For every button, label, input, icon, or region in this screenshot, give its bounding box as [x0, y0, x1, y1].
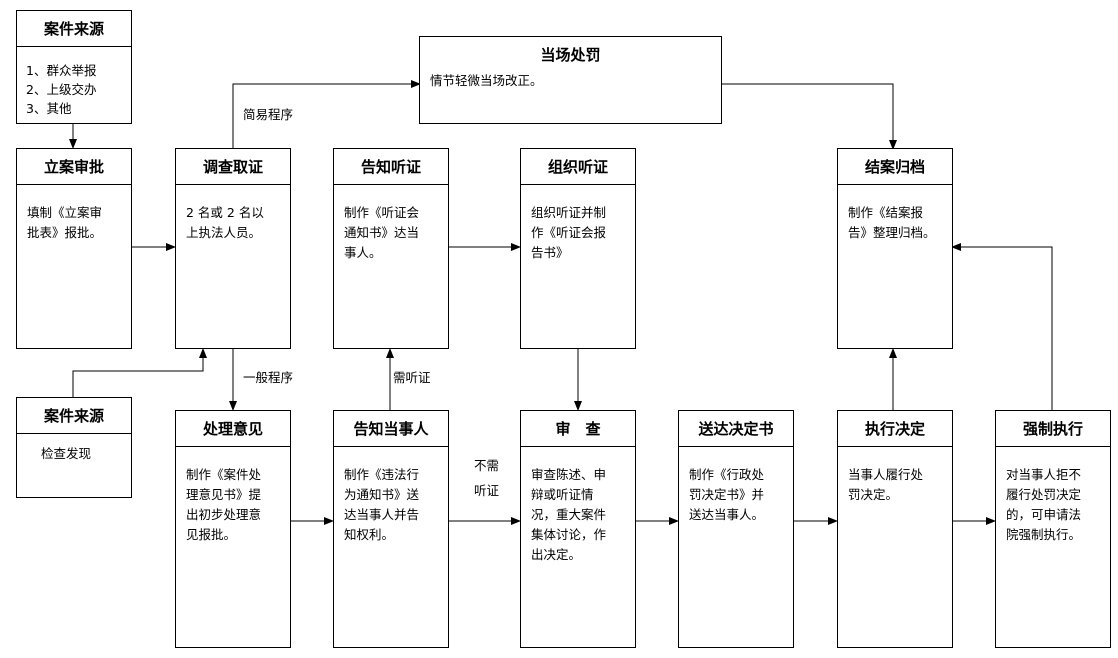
node-on-spot-penalty: 当场处罚 情节轻微当场改正。 — [419, 36, 722, 124]
node-hearing-notice: 告知听证 制作《听证会 通知书》达当 事人。 — [333, 148, 449, 349]
node-body: 制作《行政处 罚决定书》并 送达当事人。 — [689, 467, 765, 522]
arrow-diaocha-to-dangchang — [232, 80, 421, 149]
node-deliver-decision: 送达决定书 制作《行政处 罚决定书》并 送达当事人。 — [678, 410, 794, 648]
label-simple-procedure: 简易程序 — [243, 107, 294, 122]
node-body: 填制《立案审 批表》报批。 — [27, 205, 103, 240]
label-no-hearing-line2: 听证 — [474, 483, 500, 498]
label-general-procedure: 一般程序 — [243, 370, 294, 385]
node-body: 对当事人拒不 履行处罚决定 的，可申请法 院强制执行。 — [1006, 467, 1082, 542]
node-body: 情节轻微当场改正。 — [430, 73, 543, 88]
node-review: 审 查 审查陈述、申 辩或听证情 况，重大案件 集体讨论，作 出决定。 — [520, 410, 636, 648]
node-title: 强制执行 — [996, 411, 1110, 447]
node-title: 告知当事人 — [334, 411, 448, 447]
node-title: 执行决定 — [838, 411, 952, 447]
node-body: 审查陈述、申 辩或听证情 况，重大案件 集体讨论，作 出决定。 — [531, 467, 607, 562]
node-body: 制作《结案报 告》整理归档。 — [848, 205, 936, 240]
node-title: 审 查 — [521, 411, 635, 447]
node-title: 告知听证 — [334, 149, 448, 185]
node-body: 检查发现 — [41, 446, 92, 461]
node-title: 结案归档 — [838, 149, 952, 185]
node-case-source-inspection: 案件来源 检查发现 — [16, 397, 132, 498]
node-title: 案件来源 — [17, 398, 131, 434]
node-title: 立案审批 — [17, 149, 131, 185]
node-body: 制作《听证会 通知书》达当 事人。 — [344, 205, 420, 260]
arrow-dangchang-to-jiean — [721, 83, 897, 150]
node-body: 当事人履行处 罚决定。 — [848, 467, 924, 502]
node-title: 组织听证 — [521, 149, 635, 185]
node-title: 当场处罚 — [540, 45, 601, 64]
node-handling-opinion: 处理意见 制作《案件处 理意见书》提 出初步处理意 见报批。 — [175, 410, 291, 648]
node-body: 2 名或 2 名以 上执法人员。 — [186, 205, 264, 240]
node-forced-execution: 强制执行 对当事人拒不 履行处罚决定 的，可申请法 院强制执行。 — [995, 410, 1111, 648]
node-execute-decision: 执行决定 当事人履行处 罚决定。 — [837, 410, 953, 648]
node-organize-hearing: 组织听证 组织听证并制 作《听证会报 告书》 — [520, 148, 636, 349]
node-title: 送达决定书 — [679, 411, 793, 447]
arrow-qiangzhi-to-jiean — [951, 243, 1053, 410]
node-body: 组织听证并制 作《听证会报 告书》 — [531, 205, 607, 260]
node-body: 制作《违法行 为通知书》送 达当事人并告 知权利。 — [344, 467, 420, 542]
label-no-hearing-line1: 不需 — [474, 458, 500, 473]
node-title: 调查取证 — [176, 149, 290, 185]
node-case-approval: 立案审批 填制《立案审 批表》报批。 — [16, 148, 132, 349]
node-case-source-report: 案件来源 1、群众举报 2、上级交办 3、其他 — [16, 10, 132, 124]
node-body: 1、群众举报 2、上级交办 3、其他 — [26, 63, 97, 116]
label-need-hearing: 需听证 — [393, 370, 431, 385]
node-investigation: 调查取证 2 名或 2 名以 上执法人员。 — [175, 148, 291, 349]
node-title: 案件来源 — [17, 11, 131, 47]
node-case-closing: 结案归档 制作《结案报 告》整理归档。 — [837, 148, 953, 349]
node-notify-party: 告知当事人 制作《违法行 为通知书》送 达当事人并告 知权利。 — [333, 410, 449, 648]
arrow-source2-to-diaocha — [72, 348, 207, 397]
node-title: 处理意见 — [176, 411, 290, 447]
node-body: 制作《案件处 理意见书》提 出初步处理意 见报批。 — [186, 467, 262, 542]
